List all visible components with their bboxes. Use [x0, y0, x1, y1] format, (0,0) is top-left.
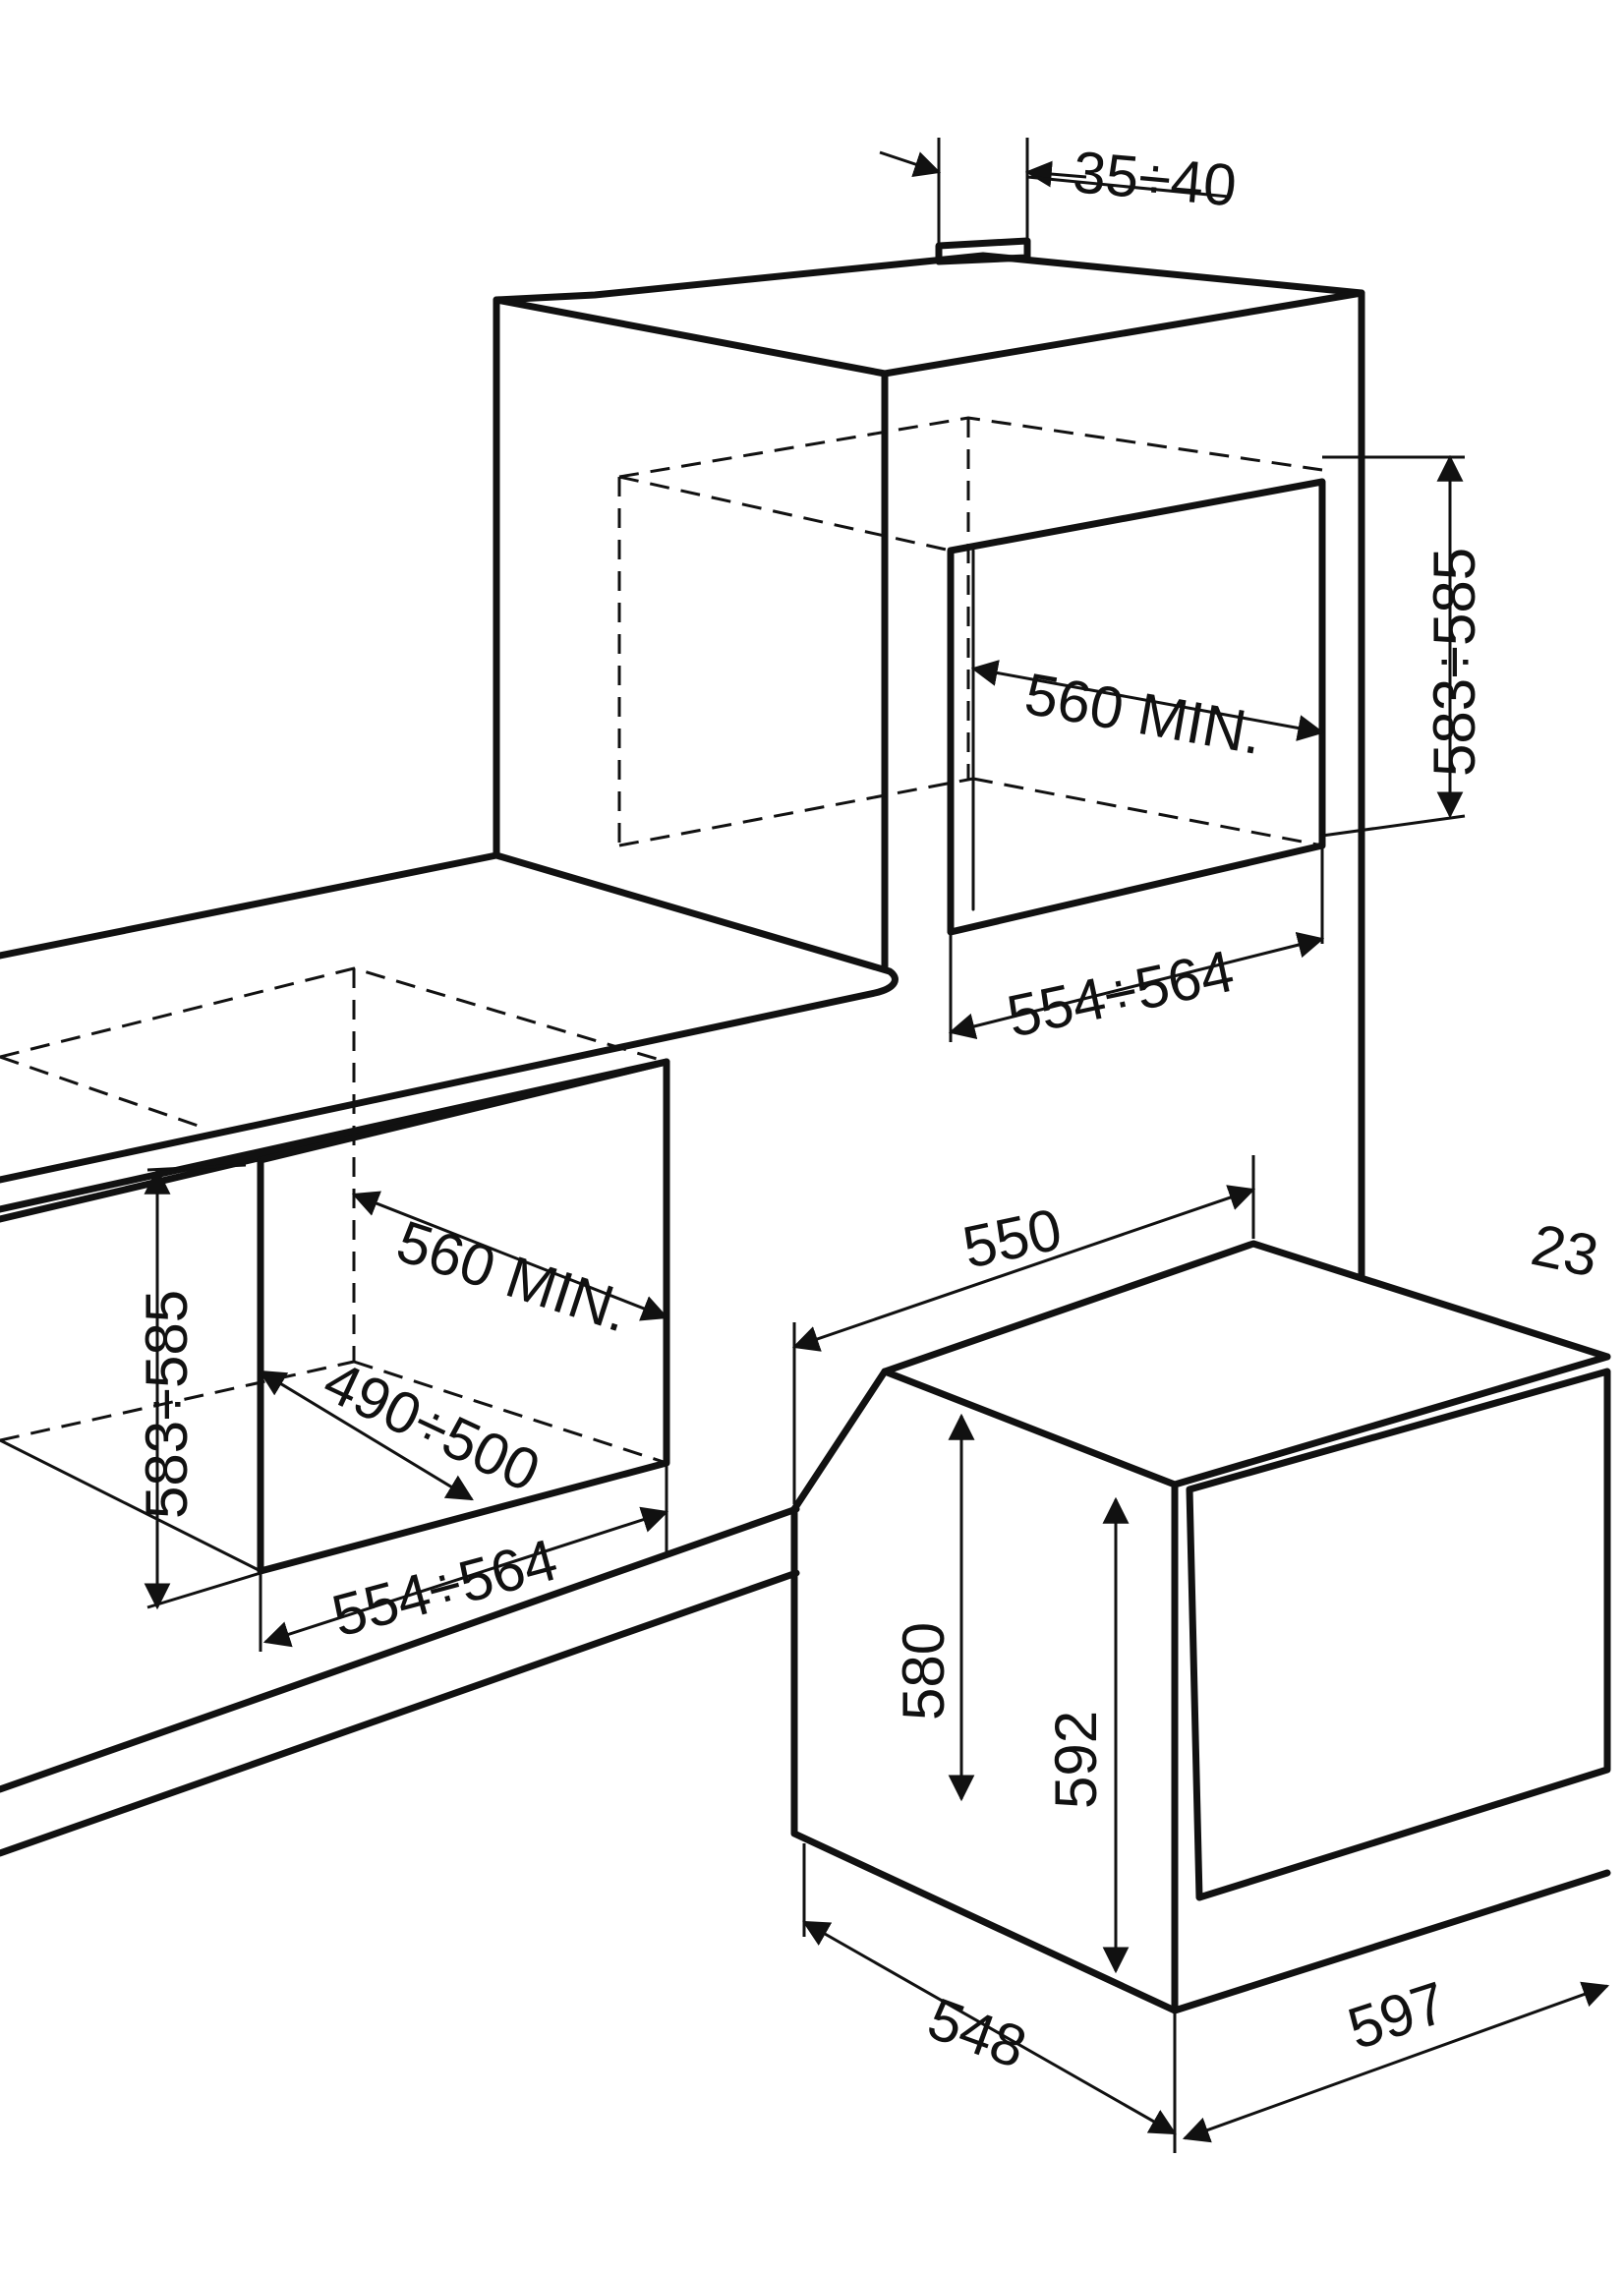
dimension-lines [144, 138, 1610, 2153]
label-oven-side: 548 [920, 1985, 1035, 2080]
label-oven-front: 23 [1526, 1211, 1603, 1289]
label-oven-depth: 550 [957, 1195, 1068, 1280]
label-oven-body-height: 580 [891, 1622, 957, 1720]
label-upper-width: 560 MIN. [1020, 661, 1267, 767]
label-lower-width: 560 MIN. [389, 1208, 637, 1345]
label-upper-opening: 554÷564 [1002, 938, 1240, 1050]
label-lower-height: 583÷585 [134, 1290, 200, 1519]
label-upper-height: 583÷585 [1421, 548, 1487, 777]
label-oven-front-height: 592 [1043, 1711, 1109, 1809]
label-top-gap: 35÷40 [1071, 139, 1240, 218]
